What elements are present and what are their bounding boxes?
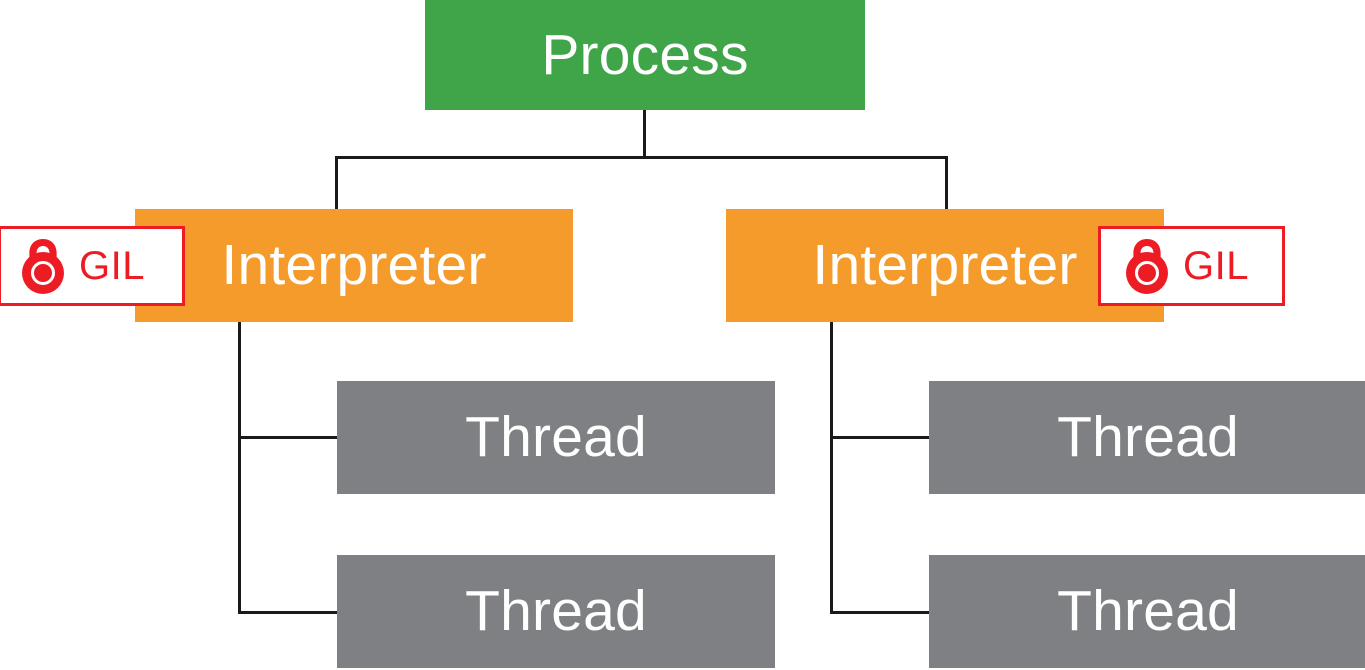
node-interpreter-left[interactable]: Interpreter	[135, 209, 573, 322]
node-thread-left-1[interactable]: Thread	[337, 381, 775, 494]
gil-badge-right[interactable]: GIL	[1098, 226, 1285, 306]
node-thread-right-1-label: Thread	[1057, 405, 1239, 469]
connector-drop-interpreter-right	[945, 156, 948, 212]
gil-label-right: GIL	[1183, 244, 1249, 288]
connector-process-bus	[335, 156, 948, 159]
connector-drop-interpreter-left	[335, 156, 338, 212]
connector-branch-left-thread-1	[238, 436, 340, 439]
connector-branch-right-thread-2	[830, 611, 932, 614]
node-process-label: Process	[541, 22, 749, 87]
connector-spine-left	[238, 322, 241, 614]
node-process[interactable]: Process	[425, 0, 865, 110]
node-interpreter-right[interactable]: Interpreter	[726, 209, 1164, 322]
node-thread-left-2-label: Thread	[465, 579, 647, 643]
node-interpreter-right-label: Interpreter	[812, 233, 1078, 297]
node-interpreter-left-label: Interpreter	[221, 233, 487, 297]
connector-process-stem	[643, 110, 646, 159]
node-thread-right-1[interactable]: Thread	[929, 381, 1365, 494]
node-thread-left-2[interactable]: Thread	[337, 555, 775, 668]
connector-branch-right-thread-1	[830, 436, 932, 439]
gil-badge-left[interactable]: GIL	[0, 226, 185, 306]
connector-spine-right	[830, 322, 833, 614]
node-thread-right-2-label: Thread	[1057, 579, 1239, 643]
lock-icon	[22, 239, 64, 294]
lock-icon	[1126, 239, 1168, 294]
gil-label-left: GIL	[79, 244, 145, 288]
connector-branch-left-thread-2	[238, 611, 340, 614]
node-thread-left-1-label: Thread	[465, 405, 647, 469]
node-thread-right-2[interactable]: Thread	[929, 555, 1365, 668]
